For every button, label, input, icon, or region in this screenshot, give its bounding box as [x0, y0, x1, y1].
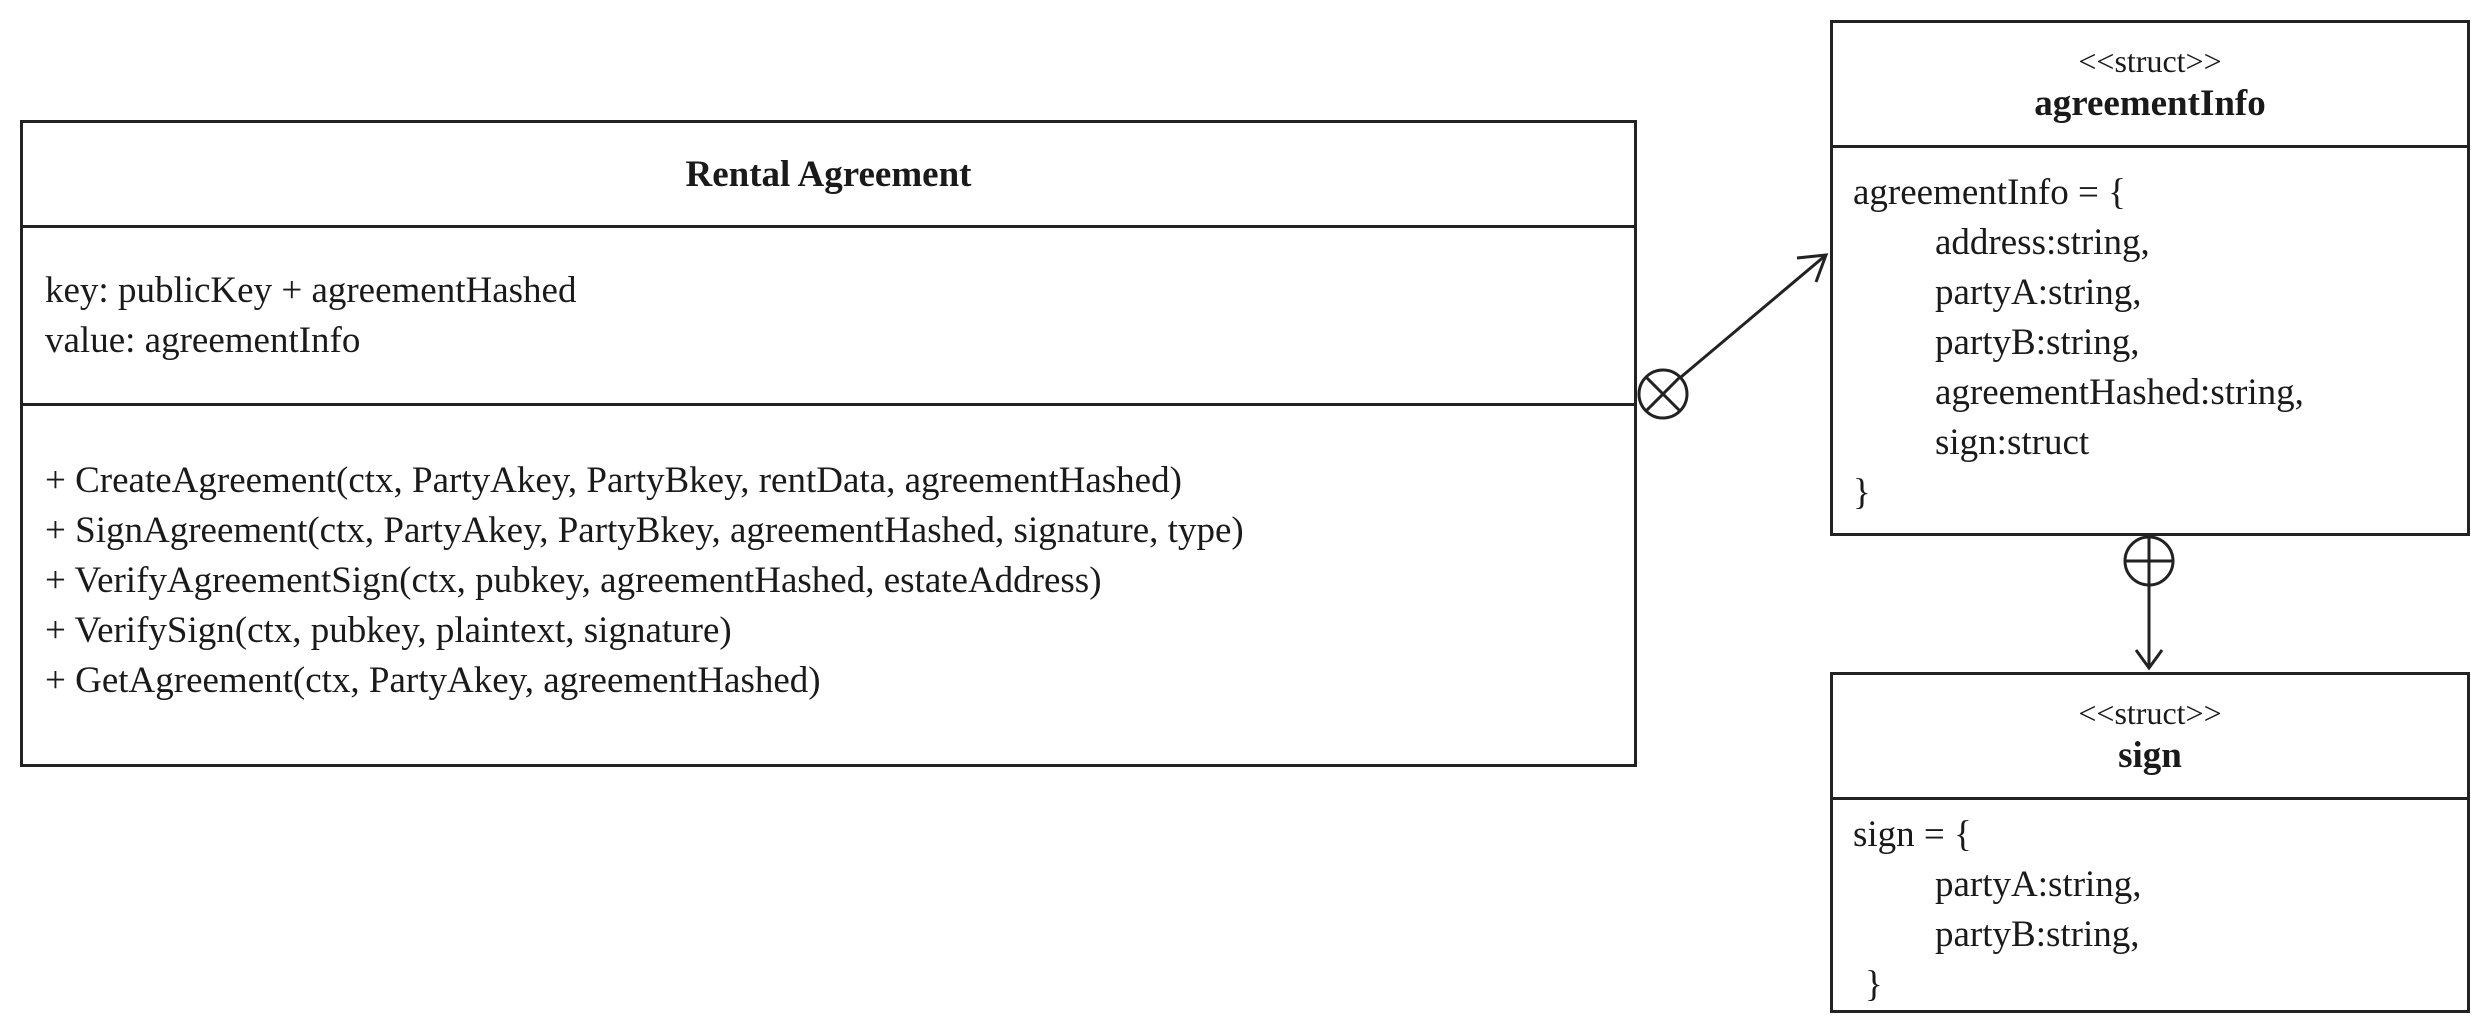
struct-title: agreementInfo	[2034, 83, 2266, 124]
attributes-section: key: publicKey + agreementHashed value: …	[23, 228, 1634, 403]
field-agreement-hashed: agreementHashed:string,	[1935, 372, 2304, 413]
struct-close-line: }	[1853, 472, 1871, 513]
agreement-info-header: <<struct>> agreementInfo	[1833, 23, 2467, 148]
attribute-key: key: publicKey + agreementHashed	[45, 270, 577, 311]
circled-plus-icon	[2123, 535, 2175, 587]
method-verify-agreement-sign: + VerifyAgreementSign(ctx, pubkey, agree…	[45, 560, 1102, 601]
sign-body: sign = { partyA:string, partyB:string, }	[1833, 800, 2467, 1010]
field-party-b: partyB:string,	[1935, 914, 2140, 955]
field-party-b: partyB:string,	[1935, 322, 2140, 363]
circled-x-stroke-1	[1644, 375, 1682, 413]
field-sign: sign:struct	[1935, 422, 2090, 463]
agreement-info-struct: <<struct>> agreementInfo agreementInfo =…	[1830, 20, 2470, 536]
methods-section: + CreateAgreement(ctx, PartyAkey, PartyB…	[23, 403, 1634, 706]
circled-x-stroke-2	[1644, 375, 1682, 413]
agreement-info-body: agreementInfo = { address:string, partyA…	[1833, 148, 2467, 518]
method-create-agreement: + CreateAgreement(ctx, PartyAkey, PartyB…	[45, 460, 1182, 501]
class-title: Rental Agreement	[685, 153, 972, 195]
sign-struct: <<struct>> sign sign = { partyA:string, …	[1830, 672, 2470, 1013]
relation-rental-to-agreement-info	[1637, 253, 1829, 420]
arrowhead-icon	[1796, 253, 1829, 283]
struct-open-line: agreementInfo = {	[1853, 172, 2126, 213]
relation-agreement-info-to-sign	[2123, 535, 2175, 671]
struct-close-line: }	[1865, 964, 1883, 1005]
struct-title: sign	[2118, 735, 2182, 776]
stereotype-label: <<struct>>	[2078, 43, 2222, 79]
rental-agreement-class: Rental Agreement key: publicKey + agreem…	[20, 120, 1637, 767]
circled-x-icon	[1637, 368, 1689, 420]
method-sign-agreement: + SignAgreement(ctx, PartyAkey, PartyBke…	[45, 510, 1244, 551]
attribute-value: value: agreementInfo	[45, 320, 361, 361]
rental-agreement-header: Rental Agreement	[23, 123, 1634, 228]
method-verify-sign: + VerifySign(ctx, pubkey, plaintext, sig…	[45, 610, 732, 651]
stereotype-label: <<struct>>	[2078, 695, 2222, 731]
association-line	[1680, 253, 1827, 379]
field-address: address:string,	[1935, 222, 2150, 263]
arrowhead-icon	[2134, 649, 2164, 671]
field-party-a: partyA:string,	[1935, 272, 2142, 313]
method-get-agreement: + GetAgreement(ctx, PartyAkey, agreement…	[45, 660, 821, 701]
field-party-a: partyA:string,	[1935, 864, 2142, 905]
struct-open-line: sign = {	[1853, 814, 1972, 855]
sign-header: <<struct>> sign	[1833, 675, 2467, 800]
